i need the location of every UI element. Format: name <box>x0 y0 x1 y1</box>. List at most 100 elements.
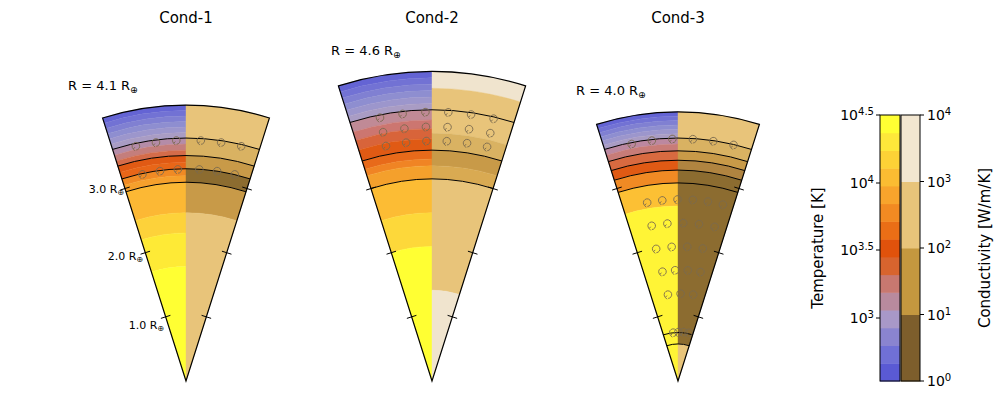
convection-symbol <box>711 223 719 231</box>
conductivity-colorbar-step <box>901 315 920 382</box>
convection-symbol <box>156 167 164 175</box>
convection-symbol <box>174 166 182 174</box>
convection-symbol <box>401 125 409 133</box>
convection-symbol <box>486 129 494 137</box>
convection-symbol <box>444 123 452 131</box>
convection-symbol <box>399 110 407 118</box>
convection-symbol <box>699 245 707 253</box>
temperature-colorbar-step <box>880 346 900 364</box>
convection-symbol <box>483 143 491 151</box>
panel-title: Cond-1 <box>159 11 213 26</box>
convection-symbol <box>674 196 682 204</box>
convection-symbol <box>173 137 181 145</box>
colorbar-tick-label: 104 <box>850 176 874 190</box>
radius-label: R = 4.0 R⊕ <box>576 84 646 97</box>
radius-label: 1.0 R⊕ <box>129 320 164 331</box>
convection-symbol <box>490 115 498 123</box>
convection-symbol <box>659 268 667 276</box>
layer-boundary <box>667 344 689 346</box>
colorbar-tick <box>920 381 924 382</box>
layer-boundary <box>362 150 502 161</box>
convection-symbol <box>689 196 697 204</box>
temperature-colorbar-step <box>880 257 900 275</box>
colorbar-tick-label: 103 <box>850 311 874 325</box>
convection-symbol <box>679 219 687 227</box>
convection-symbol <box>467 111 475 119</box>
conductivity-colorbar-step <box>901 115 920 182</box>
temperature-colorbar-step <box>880 310 900 328</box>
radius-label: R = 4.6 R⊕ <box>331 44 401 57</box>
convection-symbol <box>213 167 221 175</box>
temperature-colorbar-step <box>880 168 900 186</box>
temperature-layer <box>141 233 186 272</box>
layer-boundary <box>605 138 752 149</box>
layer-boundary <box>126 182 246 191</box>
convection-symbol <box>217 139 225 147</box>
temperature-colorbar-step <box>880 115 900 133</box>
temperature-colorbar-step <box>880 186 900 204</box>
colorbar-tick <box>876 183 880 184</box>
convection-symbol <box>671 266 679 274</box>
layer-boundary <box>663 333 692 335</box>
convection-symbol <box>664 220 672 228</box>
layer-boundary <box>371 179 493 188</box>
convection-symbol <box>196 166 204 174</box>
convection-symbol <box>652 245 660 253</box>
convection-symbol <box>658 197 666 205</box>
convection-symbol <box>719 201 727 209</box>
convection-symbol <box>677 290 685 298</box>
convection-symbol <box>683 243 691 251</box>
colorbar-tick-label: 103.5 <box>840 243 874 257</box>
temperature-colorbar-step <box>880 275 900 293</box>
panel-title: Cond-2 <box>405 11 459 26</box>
wedge-outline <box>103 105 270 381</box>
layer-boundary <box>618 183 738 192</box>
layer-boundary <box>122 169 250 179</box>
temperature-colorbar-step <box>880 328 900 346</box>
wedge-outline <box>338 71 525 381</box>
temperature-colorbar-step <box>880 292 900 310</box>
convection-symbol <box>139 171 147 179</box>
convection-symbol <box>423 137 431 145</box>
temperature-colorbar-step <box>880 204 900 222</box>
convection-symbol <box>197 137 205 145</box>
convection-symbol <box>689 135 697 143</box>
convection-symbol <box>704 198 712 206</box>
conductivity-colorbar-step <box>901 182 920 249</box>
convection-symbol <box>422 123 430 131</box>
convection-symbol <box>695 220 703 228</box>
temperature-colorbar-step <box>880 133 900 151</box>
layer-boundary <box>611 160 745 170</box>
convection-symbol <box>628 140 636 148</box>
convection-symbol <box>231 171 239 179</box>
colorbar-tick <box>920 115 924 116</box>
convection-symbol <box>445 108 453 116</box>
convection-symbol <box>422 108 430 116</box>
colorbar-frame <box>880 115 900 381</box>
colorbar-tick <box>876 250 880 251</box>
radius-label: 2.0 R⊕ <box>108 251 143 262</box>
wedge-outline <box>597 112 760 381</box>
radius-label: R = 4.1 R⊕ <box>68 79 138 92</box>
convection-symbol <box>402 139 410 147</box>
convection-symbol <box>376 114 384 122</box>
colorbar-axis-title: Conductivity [W/m/K] <box>978 168 993 328</box>
convection-symbol <box>443 137 451 145</box>
temperature-colorbar-step <box>880 363 900 381</box>
convection-symbol <box>669 329 677 337</box>
convection-symbol <box>648 222 656 230</box>
conductivity-layer <box>678 170 742 345</box>
colorbar-tick-label: 101 <box>927 308 951 322</box>
convection-symbol <box>379 128 387 136</box>
temperature-colorbar-step <box>880 221 900 239</box>
convection-symbol <box>382 142 390 150</box>
convection-symbol <box>689 291 697 299</box>
convection-symbol <box>463 139 471 147</box>
colorbar-tick-label: 104.5 <box>840 108 874 122</box>
layer-boundary <box>118 156 254 167</box>
convection-symbol <box>710 137 718 145</box>
convection-symbol <box>668 243 676 251</box>
colorbar-tick <box>920 248 924 249</box>
convection-symbol <box>648 137 656 145</box>
